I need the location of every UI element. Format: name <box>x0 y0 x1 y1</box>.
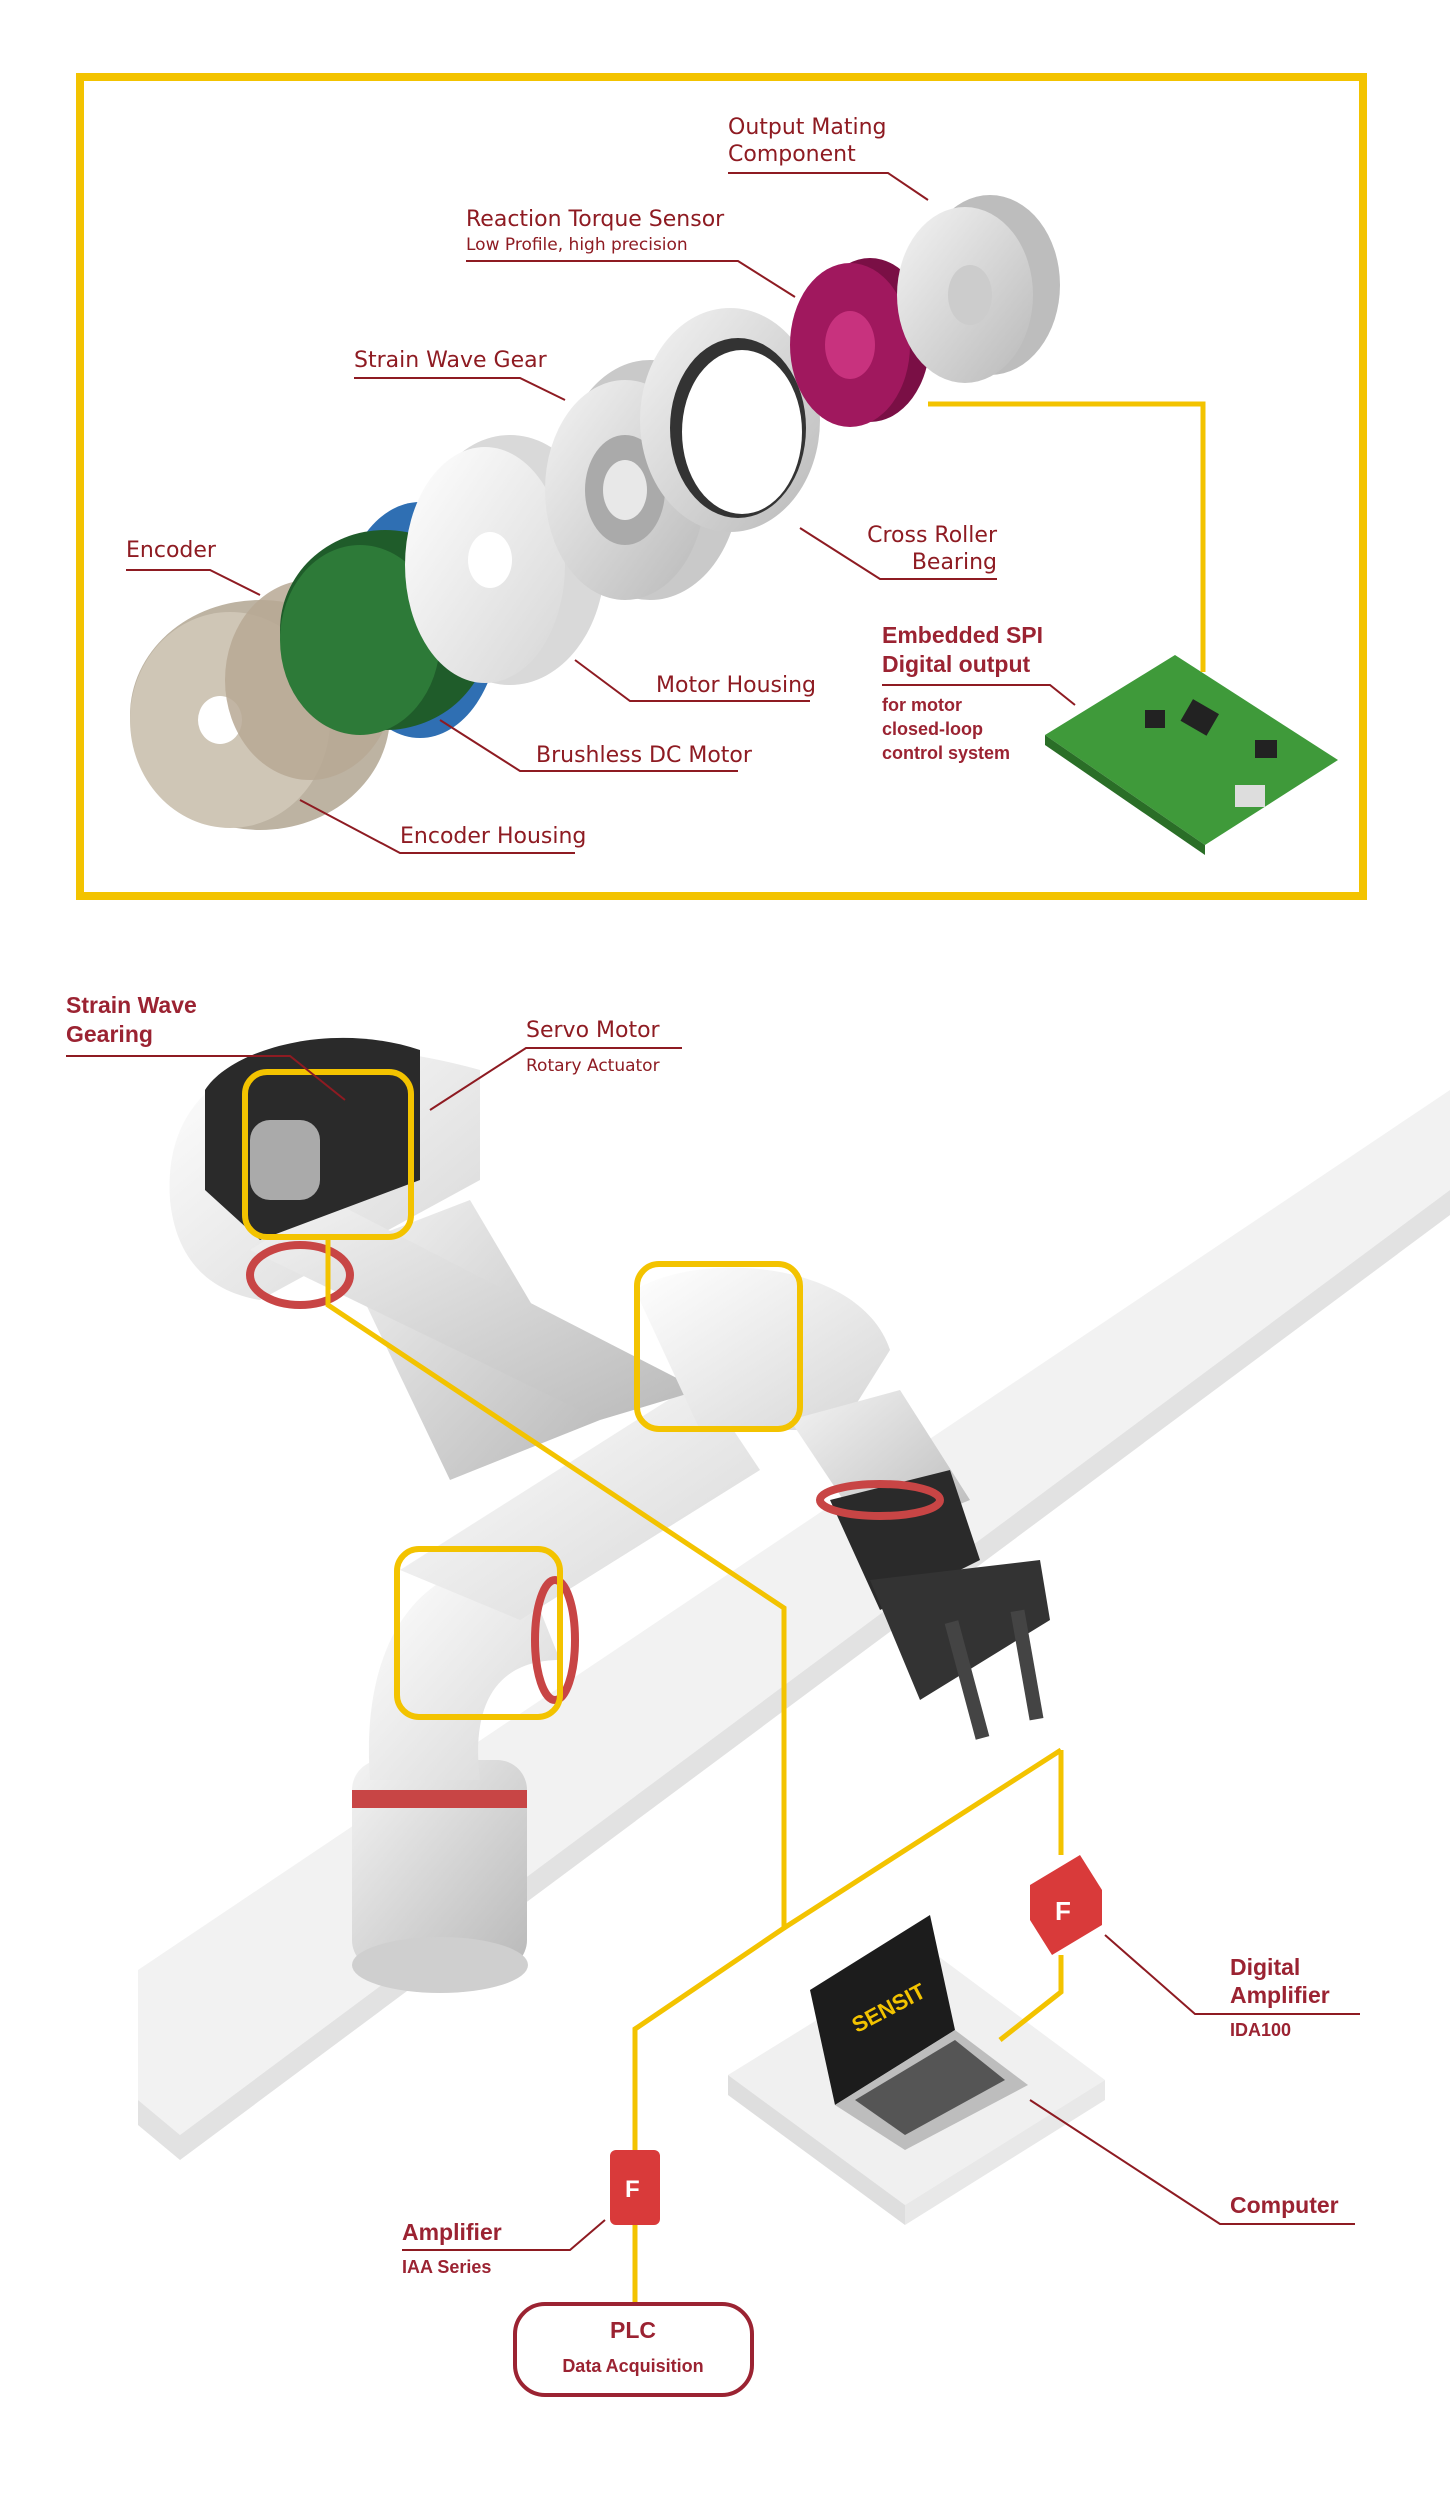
label-servo-motor-sub: Rotary Actuator <box>526 1056 660 1076</box>
exploded-view-frame <box>76 73 1367 900</box>
plc-title: PLC <box>610 2317 656 2343</box>
label-embedded-spi-sub-3: control system <box>882 743 1010 763</box>
digital-amplifier-device: F <box>1030 1855 1102 1955</box>
label-strain-wave-gear: Strain Wave Gear <box>354 348 548 373</box>
label-embedded-spi-sub-1: for motor <box>882 695 962 715</box>
laptop: SENSIT <box>810 1915 1028 2150</box>
gripper-to-platform-wire <box>782 1747 1063 1931</box>
highlight-base-joint <box>394 1546 563 1720</box>
leader-output-mating <box>728 172 929 201</box>
label-strain-wave-gearing-2: Gearing <box>66 1021 153 1047</box>
label-bldc-motor: Brushless DC Motor <box>536 743 753 768</box>
leader-computer <box>1029 2099 1355 2225</box>
leader-embedded-spi <box>882 684 1076 706</box>
amplifier-to-computer-wire <box>998 1955 1064 2042</box>
highlight-elbow-joint <box>634 1261 803 1432</box>
label-servo-motor: Servo Motor <box>526 1018 661 1043</box>
leader-bldc-motor <box>439 719 738 772</box>
plc-subtitle: Data Acquisition <box>562 2356 703 2376</box>
sensor-to-pcb-wire <box>928 401 1206 672</box>
leader-encoder <box>126 569 261 596</box>
leader-strain-wave-gear <box>354 377 566 401</box>
leader-torque-sensor <box>466 260 796 298</box>
leader-amplifier <box>402 2219 606 2251</box>
label-output-mating-1: Output Mating <box>728 115 887 140</box>
leader-encoder-housing <box>299 799 575 854</box>
label-encoder-housing: Encoder Housing <box>400 824 586 849</box>
leader-digital-amplifier <box>1104 1934 1360 2015</box>
label-embedded-spi-1: Embedded SPI <box>882 622 1043 648</box>
label-computer: Computer <box>1230 2192 1339 2218</box>
robot-arm <box>169 1037 1050 1993</box>
label-encoder: Encoder <box>126 538 217 563</box>
label-amplifier-sub: IAA Series <box>402 2257 491 2277</box>
label-embedded-spi-2: Digital output <box>882 651 1031 677</box>
leader-motor-housing <box>574 659 810 702</box>
leader-cross-roller <box>799 527 997 580</box>
label-output-mating-2: Component <box>728 142 856 167</box>
output-mating-component-part <box>897 195 1060 383</box>
label-amplifier: Amplifier <box>402 2219 502 2245</box>
label-torque-sensor-sub: Low Profile, high precision <box>466 235 688 255</box>
spi-pcb-board <box>1045 655 1338 855</box>
plc-box: PLC Data Acquisition <box>513 2302 754 2397</box>
label-digital-amplifier-2: Amplifier <box>1230 1982 1330 2008</box>
label-embedded-spi-sub-2: closed-loop <box>882 719 983 739</box>
amplifier-iaa-logo-icon: F <box>625 2176 640 2203</box>
label-digital-amplifier-sub: IDA100 <box>1230 2020 1291 2040</box>
amplifier-device: F <box>610 2150 660 2225</box>
label-cross-roller-2: Bearing <box>912 550 997 575</box>
leader-servo-motor <box>429 1047 682 1111</box>
label-strain-wave-gearing-1: Strain Wave <box>66 992 197 1018</box>
label-torque-sensor: Reaction Torque Sensor <box>466 207 725 232</box>
amplifier-logo-icon: F <box>1055 1896 1071 1926</box>
label-motor-housing: Motor Housing <box>656 673 816 698</box>
cross-roller-bearing-part <box>640 308 820 532</box>
leader-strain-wave-gearing <box>66 1055 346 1101</box>
label-cross-roller-1: Cross Roller <box>867 523 998 548</box>
robot-to-plc-wire <box>325 1237 787 2150</box>
label-digital-amplifier-1: Digital <box>1230 1954 1300 1980</box>
